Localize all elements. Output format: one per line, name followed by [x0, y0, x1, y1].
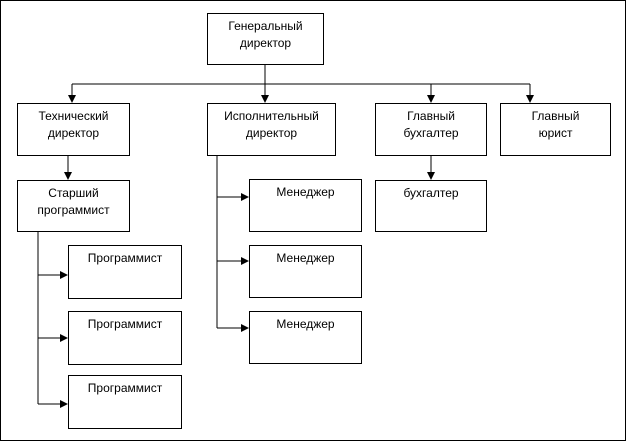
node-chief-lawyer-line2: юрист	[538, 126, 573, 140]
node-manager-label: Менеджер	[276, 317, 335, 331]
node-manager: Менеджер	[249, 245, 362, 298]
node-exec-director-line1: Исполнительный	[224, 109, 319, 123]
node-ceo-line2: директор	[239, 36, 292, 50]
node-exec-director: Исполнительный директор	[207, 103, 336, 156]
node-manager: Менеджер	[249, 179, 362, 232]
node-chief-lawyer: Главный юрист	[500, 103, 611, 156]
node-programmer: Программист	[68, 375, 182, 429]
node-programmer: Программист	[68, 245, 182, 299]
node-chief-accountant-line2: бухгалтер	[403, 126, 459, 140]
node-senior-programmer-line1: Старший	[48, 186, 99, 200]
node-programmer-label: Программист	[87, 251, 163, 265]
node-tech-director-line1: Технический	[38, 109, 109, 123]
node-accountant-label: бухгалтер	[403, 186, 459, 200]
node-ceo-line1: Генеральный	[228, 19, 303, 33]
node-programmer-label: Программист	[87, 381, 163, 395]
node-programmer: Программист	[68, 311, 182, 365]
node-chief-accountant: Главный бухгалтер	[375, 103, 487, 156]
node-programmer-label: Программист	[87, 317, 163, 331]
node-manager-label: Менеджер	[276, 251, 335, 265]
node-exec-director-line2: директор	[245, 126, 298, 140]
node-senior-programmer: Старший программист	[17, 180, 130, 232]
node-manager: Менеджер	[249, 311, 362, 364]
node-manager-label: Менеджер	[276, 185, 335, 199]
node-tech-director-line2: директор	[47, 126, 100, 140]
node-tech-director: Технический директор	[17, 103, 130, 156]
node-ceo: Генеральный директор	[207, 13, 324, 65]
node-chief-accountant-line1: Главный	[407, 109, 455, 123]
node-chief-lawyer-line1: Главный	[531, 109, 580, 123]
node-senior-programmer-line2: программист	[37, 203, 110, 217]
node-accountant: бухгалтер	[375, 180, 487, 232]
